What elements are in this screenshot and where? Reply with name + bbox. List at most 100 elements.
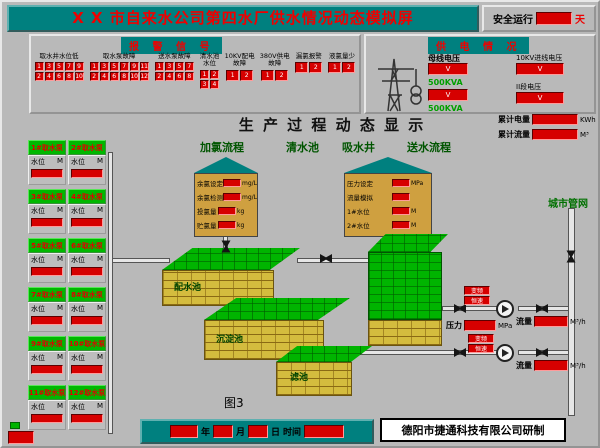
- pressure-row: 压力 MPa: [446, 320, 512, 331]
- pump-icon[interactable]: [496, 300, 514, 318]
- transformer-icon: [378, 58, 422, 112]
- water-level-display: [71, 365, 103, 374]
- house-roof-icon: [344, 157, 432, 173]
- pump-button[interactable]: 6#取水泵: [68, 238, 106, 253]
- pump-button[interactable]: 2#取水泵: [68, 140, 106, 155]
- page-title: X X 市自来水公司第四水厂供水情况动态模拟屏: [72, 9, 414, 27]
- valve-icon[interactable]: [454, 304, 466, 313]
- pump-button[interactable]: 7#取水泵: [28, 287, 66, 302]
- house-row-display: [392, 207, 410, 215]
- alarm-indicator: 6: [54, 72, 64, 82]
- water-level-display: [31, 267, 63, 276]
- total-flow-row: 累计流量 M³: [498, 129, 589, 140]
- house-row-display: [218, 207, 236, 215]
- flow-unit: M³/h: [570, 361, 586, 370]
- valve-icon[interactable]: [536, 348, 548, 357]
- water-level-unit: M: [56, 206, 63, 214]
- water-level-panel: 水位 M: [28, 204, 66, 234]
- house-row-label: 流量模拟: [347, 194, 373, 202]
- alarm-indicator: 2: [342, 62, 356, 74]
- alarm-indicator: 9: [129, 62, 139, 72]
- pump-button[interactable]: 12#取水泵: [68, 385, 106, 400]
- pump-button[interactable]: 8#取水泵: [68, 287, 106, 302]
- tank-top-clearwell: [368, 234, 448, 252]
- alarm-indicator: 12: [139, 72, 149, 82]
- pipe-city-main: [568, 208, 575, 416]
- segment2-voltage-label: II段电压: [516, 83, 542, 91]
- alarm-group-label: 送水泵故障: [158, 52, 191, 60]
- water-level-label: 水位: [31, 158, 45, 166]
- alarm-indicator: 2: [154, 72, 164, 82]
- pipe-feed: [112, 258, 170, 263]
- title-bar: X X 市自来水公司第四水厂供水情况动态模拟屏: [7, 5, 479, 32]
- water-level-label: 水位: [31, 354, 45, 362]
- main-title: 生 产 过 程 动 态 显 示: [238, 116, 426, 134]
- pump-button[interactable]: 4#取水泵: [68, 189, 106, 204]
- time-label: 时间: [283, 428, 302, 438]
- alarm-indicator: 11: [139, 62, 149, 72]
- pump-button[interactable]: 11#取水泵: [28, 385, 66, 400]
- pump-icon[interactable]: [496, 344, 514, 362]
- valve-icon[interactable]: [454, 348, 466, 357]
- water-level-display: [71, 414, 103, 423]
- pump-button[interactable]: 9#取水泵: [28, 336, 66, 351]
- incoming-voltage-display: V: [516, 63, 564, 75]
- pump-button[interactable]: 1#取水泵: [28, 140, 66, 155]
- house-row-label: 2#水位: [347, 222, 370, 230]
- water-level-display: [71, 267, 103, 276]
- pump-button[interactable]: 3#取水泵: [28, 189, 66, 204]
- water-level-display: [71, 316, 103, 325]
- incoming-voltage-label: 10KV进线电压: [516, 54, 563, 62]
- house-row-unit: kg: [237, 221, 245, 229]
- water-level-label: 水位: [31, 207, 45, 215]
- house-row-display: [392, 221, 410, 229]
- alarm-indicator: 2: [89, 72, 99, 82]
- process-label-chlorination: 加氯流程: [200, 141, 244, 154]
- valve-icon[interactable]: [536, 304, 548, 313]
- alarm-indicator: 1: [199, 69, 209, 79]
- tank-base-clearwell: [368, 320, 442, 346]
- alarm-indicator: 5: [109, 62, 119, 72]
- alarm-indicator: 2: [309, 62, 323, 74]
- process-label-suctionwell: 吸水井: [342, 141, 375, 154]
- safety-days-display: [536, 12, 572, 25]
- total-flow-unit: M³: [580, 130, 589, 139]
- alarm-indicator: 7: [64, 62, 74, 72]
- pump-button[interactable]: 10#取水泵: [68, 336, 106, 351]
- house-row-display: [223, 193, 241, 201]
- city-network-label: 城市管网: [548, 199, 588, 210]
- alarm-indicator: 6: [109, 72, 119, 82]
- alarm-indicator: 3: [44, 62, 54, 72]
- bus-voltage-label: 母线电压: [428, 54, 460, 63]
- alarm-indicator: 1: [261, 69, 275, 81]
- house-row-unit: mg/L: [242, 193, 258, 201]
- day-display: [248, 425, 268, 438]
- total-energy-unit: KWh: [580, 115, 596, 124]
- alarm-indicator: 2: [240, 69, 254, 81]
- pump-button[interactable]: 5#取水泵: [28, 238, 66, 253]
- alarm-panel-title: 报 警 信 号: [121, 37, 223, 54]
- house-row-display: [223, 179, 241, 187]
- tank-body-clearwell: [368, 252, 442, 320]
- valve-icon[interactable]: [320, 254, 332, 263]
